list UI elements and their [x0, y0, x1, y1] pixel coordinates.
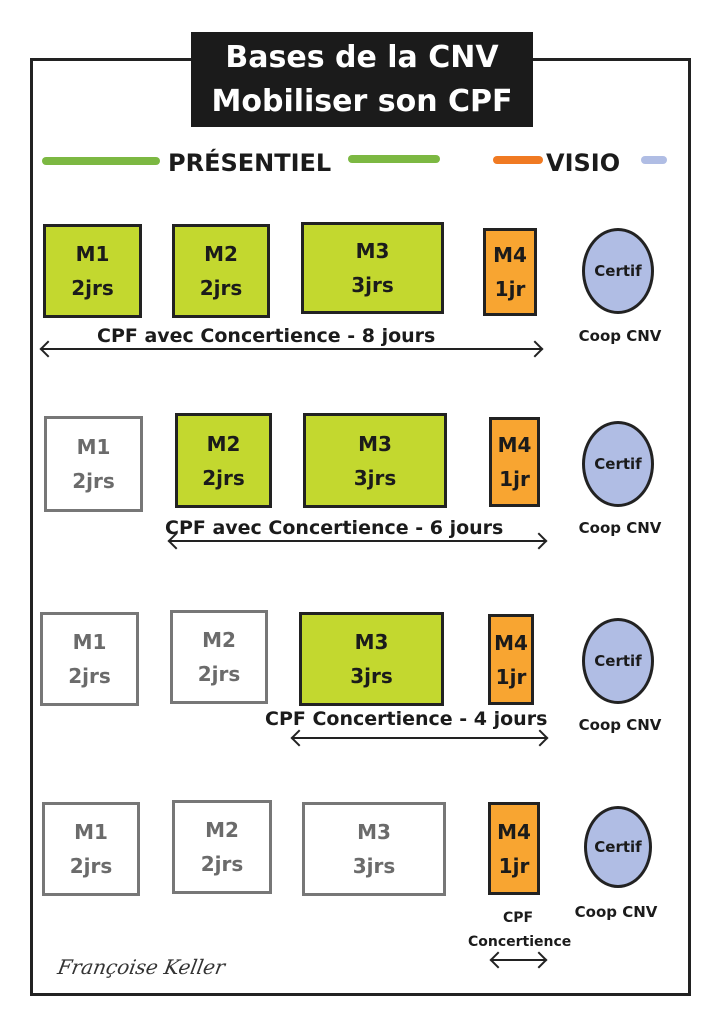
double-arrow-icon — [492, 959, 545, 961]
coop-cnv-label: Coop CNV — [578, 327, 662, 345]
coop-cnv-label: Coop CNV — [574, 903, 658, 921]
coop-cnv-label: Coop CNV — [578, 716, 662, 734]
row-4-label-line-2: Concertience — [468, 934, 572, 950]
signature: Françoise Keller — [55, 955, 227, 979]
row-2-label: CPF avec Concertience - 6 jours — [165, 517, 504, 539]
row-4-label-line-1: CPF — [502, 910, 534, 926]
row-3-label: CPF Concertience - 4 jours — [265, 708, 548, 730]
coop-cnv-label: Coop CNV — [578, 519, 662, 537]
certif-circle: Certif — [582, 618, 654, 704]
legend-green-line — [42, 157, 160, 165]
legend-visio: VISIO — [546, 149, 621, 177]
legend-orange-line — [493, 156, 543, 164]
certif-circle: Certif — [582, 228, 654, 314]
legend-green-line — [348, 155, 440, 163]
certif-circle: Certif — [584, 806, 652, 888]
title-banner: Bases de la CNV Mobiliser son CPF — [191, 32, 533, 127]
legend-blue-line — [641, 156, 667, 164]
double-arrow-icon — [170, 540, 545, 542]
double-arrow-icon — [293, 737, 546, 739]
row-1-label: CPF avec Concertience - 8 jours — [97, 325, 436, 347]
title-line-2: Mobiliser son CPF — [211, 84, 513, 119]
double-arrow-icon — [42, 348, 541, 350]
title-line-1: Bases de la CNV — [225, 40, 499, 75]
legend-presentiel: PRÉSENTIEL — [168, 149, 332, 177]
certif-circle: Certif — [582, 421, 654, 507]
